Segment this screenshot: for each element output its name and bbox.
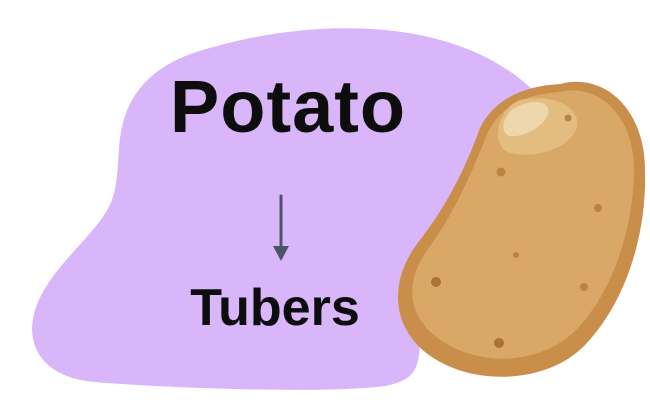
- potato-spot: [580, 283, 588, 291]
- potato-spot: [565, 115, 572, 122]
- diagram-subtitle: Tubers: [175, 282, 375, 334]
- potato-spot: [497, 168, 506, 177]
- potato-spot: [431, 277, 441, 287]
- diagram-title: Potato: [158, 70, 418, 144]
- potato-spot: [594, 204, 602, 212]
- potato-spot: [494, 338, 504, 348]
- potato-spot: [513, 252, 519, 258]
